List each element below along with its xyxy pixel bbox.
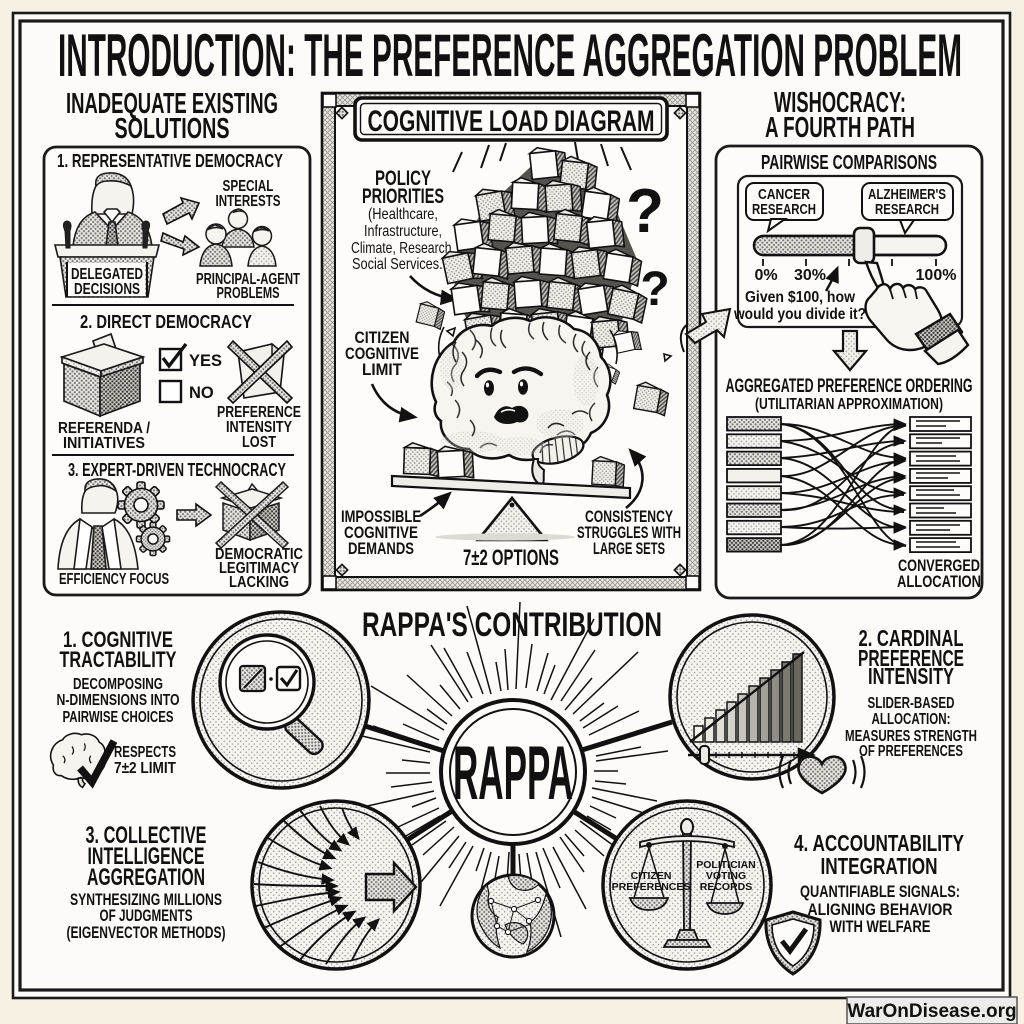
svg-text:MEASURES STRENGTH: MEASURES STRENGTH bbox=[845, 728, 977, 745]
svg-text:(EIGENVECTOR METHODS): (EIGENVECTOR METHODS) bbox=[67, 924, 226, 942]
svg-text:INITIATIVES: INITIATIVES bbox=[63, 435, 145, 452]
svg-text:Social Services...): Social Services...) bbox=[352, 256, 454, 273]
svg-text:INTENSITY: INTENSITY bbox=[868, 663, 954, 689]
svg-text:1. COGNITIVE: 1. COGNITIVE bbox=[63, 627, 173, 652]
svg-text:POLITICIAN: POLITICIAN bbox=[696, 859, 756, 871]
svg-text:?: ? bbox=[640, 263, 669, 316]
svg-text:DEMANDS: DEMANDS bbox=[348, 540, 414, 558]
svg-text:RESEARCH: RESEARCH bbox=[752, 202, 816, 218]
svg-text:SLIDER-BASED: SLIDER-BASED bbox=[868, 695, 955, 712]
svg-text:DECISIONS: DECISIONS bbox=[74, 281, 140, 298]
svg-text:COGNITIVE: COGNITIVE bbox=[344, 524, 418, 542]
svg-text:WarOnDisease.org: WarOnDisease.org bbox=[847, 1001, 1016, 1022]
svg-text:INTELLIGENCE: INTELLIGENCE bbox=[88, 843, 205, 870]
svg-text:LOST: LOST bbox=[242, 434, 276, 451]
svg-text:PAIRWISE CHOICES: PAIRWISE CHOICES bbox=[63, 709, 174, 726]
svg-text:PROBLEMS: PROBLEMS bbox=[217, 285, 280, 302]
svg-text:STRUGGLES WITH: STRUGGLES WITH bbox=[577, 524, 681, 542]
svg-text:ALLOCATION:: ALLOCATION: bbox=[872, 711, 951, 728]
svg-text:N-DIMENSIONS INTO: N-DIMENSIONS INTO bbox=[57, 692, 180, 709]
svg-text:SOLUTIONS: SOLUTIONS bbox=[115, 113, 230, 145]
svg-text:0%: 0% bbox=[754, 267, 777, 284]
svg-text:INTERESTS: INTERESTS bbox=[216, 193, 281, 210]
svg-text:Climate, Research,: Climate, Research, bbox=[351, 240, 455, 257]
svg-text:CONSISTENCY: CONSISTENCY bbox=[585, 508, 673, 526]
svg-text:CONVERGED: CONVERGED bbox=[898, 557, 980, 575]
svg-text:WISHOCRACY:: WISHOCRACY: bbox=[774, 87, 906, 119]
svg-text:PREFERENCES: PREFERENCES bbox=[612, 881, 691, 893]
svg-text:LARGE SETS: LARGE SETS bbox=[593, 540, 665, 558]
svg-text:NO: NO bbox=[189, 384, 214, 402]
svg-text:Given $100, how: Given $100, how bbox=[745, 289, 856, 306]
svg-text:3. EXPERT-DRIVEN TECHNOCRACY: 3. EXPERT-DRIVEN TECHNOCRACY bbox=[68, 459, 286, 480]
svg-text:COGNITIVE: COGNITIVE bbox=[345, 345, 419, 363]
svg-text:PREFERENCE: PREFERENCE bbox=[858, 645, 964, 671]
svg-text:COGNITIVE LOAD DIAGRAM: COGNITIVE LOAD DIAGRAM bbox=[368, 105, 655, 138]
svg-text:INTEGRATION: INTEGRATION bbox=[821, 853, 938, 879]
svg-text:PRIORITIES: PRIORITIES bbox=[362, 185, 444, 208]
svg-text:CITIZEN: CITIZEN bbox=[631, 870, 672, 882]
svg-text:OF JUDGMENTS: OF JUDGMENTS bbox=[100, 907, 193, 925]
svg-text:IMPOSSIBLE: IMPOSSIBLE bbox=[341, 508, 421, 526]
svg-text:TRACTABILITY: TRACTABILITY bbox=[60, 647, 177, 672]
svg-text:RAPPA: RAPPA bbox=[453, 731, 573, 816]
svg-text:SPECIAL: SPECIAL bbox=[223, 178, 274, 195]
svg-text:7±2 OPTIONS: 7±2 OPTIONS bbox=[463, 545, 559, 570]
svg-text:PAIRWISE COMPARISONS: PAIRWISE COMPARISONS bbox=[761, 152, 937, 174]
svg-text:LIMIT: LIMIT bbox=[362, 361, 402, 379]
svg-text:QUANTIFIABLE SIGNALS:: QUANTIFIABLE SIGNALS: bbox=[800, 883, 960, 901]
svg-text:3. COLLECTIVE: 3. COLLECTIVE bbox=[86, 822, 207, 849]
svg-text:EFFICIENCY FOCUS: EFFICIENCY FOCUS bbox=[59, 571, 169, 588]
svg-text:DECOMPOSING: DECOMPOSING bbox=[73, 676, 163, 693]
svg-text:PRINCIPAL-AGENT: PRINCIPAL-AGENT bbox=[196, 271, 300, 288]
svg-text:POLICY: POLICY bbox=[375, 167, 431, 190]
svg-text:?: ? bbox=[626, 177, 664, 246]
svg-text:DEMOCRATIC: DEMOCRATIC bbox=[215, 546, 303, 563]
svg-text:DELEGATED: DELEGATED bbox=[71, 266, 143, 283]
svg-text:Infrastructure,: Infrastructure, bbox=[364, 223, 442, 240]
svg-text:PREFERENCE: PREFERENCE bbox=[217, 404, 301, 421]
svg-text:REFERENDA /: REFERENDA / bbox=[58, 420, 151, 437]
svg-text:INADEQUATE EXISTING: INADEQUATE EXISTING bbox=[66, 88, 278, 120]
svg-text:RECORDS: RECORDS bbox=[700, 881, 753, 893]
svg-text:2. DIRECT DEMOCRACY: 2. DIRECT DEMOCRACY bbox=[80, 311, 253, 332]
svg-text:(UTILITARIAN APPROXIMATION): (UTILITARIAN APPROXIMATION) bbox=[755, 396, 943, 413]
svg-text:1. REPRESENTATIVE DEMOCRACY: 1. REPRESENTATIVE DEMOCRACY bbox=[57, 150, 283, 171]
svg-text:YES: YES bbox=[189, 352, 222, 370]
svg-text:100%: 100% bbox=[916, 267, 957, 284]
svg-text:30%: 30% bbox=[794, 267, 826, 284]
svg-text:WITH WELFARE: WITH WELFARE bbox=[830, 918, 931, 936]
svg-text:2. CARDINAL: 2. CARDINAL bbox=[859, 625, 964, 651]
svg-text:INTENSITY: INTENSITY bbox=[226, 419, 293, 436]
svg-text:INTRODUCTION: THE PREFERENCE A: INTRODUCTION: THE PREFERENCE AGGREGATION… bbox=[58, 22, 962, 89]
svg-text:RAPPA'S CONTRIBUTION: RAPPA'S CONTRIBUTION bbox=[362, 606, 662, 644]
svg-text:AGGREGATED PREFERENCE ORDERING: AGGREGATED PREFERENCE ORDERING bbox=[726, 376, 973, 397]
svg-text:SYNTHESIZING MILLIONS: SYNTHESIZING MILLIONS bbox=[70, 891, 222, 909]
svg-text:ALZHEIMER'S: ALZHEIMER'S bbox=[868, 187, 946, 203]
svg-text:OF PREFERENCES: OF PREFERENCES bbox=[859, 743, 963, 760]
svg-text:ALLOCATION: ALLOCATION bbox=[897, 573, 981, 591]
svg-text:LACKING: LACKING bbox=[229, 574, 289, 591]
svg-text:RESEARCH: RESEARCH bbox=[875, 202, 939, 218]
svg-text:RESPECTS: RESPECTS bbox=[114, 744, 176, 761]
svg-text:would you divide it?: would you divide it? bbox=[733, 306, 866, 323]
svg-text:4. ACCOUNTABILITY: 4. ACCOUNTABILITY bbox=[794, 830, 964, 856]
svg-text:7±2 LIMIT: 7±2 LIMIT bbox=[114, 760, 176, 777]
svg-text:A FOURTH PATH: A FOURTH PATH bbox=[765, 112, 915, 144]
svg-text:VOTING: VOTING bbox=[706, 870, 746, 882]
svg-text:LEGITIMACY: LEGITIMACY bbox=[219, 560, 300, 577]
svg-text:CITIZEN: CITIZEN bbox=[355, 329, 410, 347]
svg-text:ALIGNING BEHAVIOR: ALIGNING BEHAVIOR bbox=[808, 901, 953, 919]
svg-text:AGGREGATION: AGGREGATION bbox=[87, 864, 205, 891]
svg-text:(Healthcare,: (Healthcare, bbox=[368, 206, 438, 223]
svg-text:CANCER: CANCER bbox=[758, 187, 810, 203]
